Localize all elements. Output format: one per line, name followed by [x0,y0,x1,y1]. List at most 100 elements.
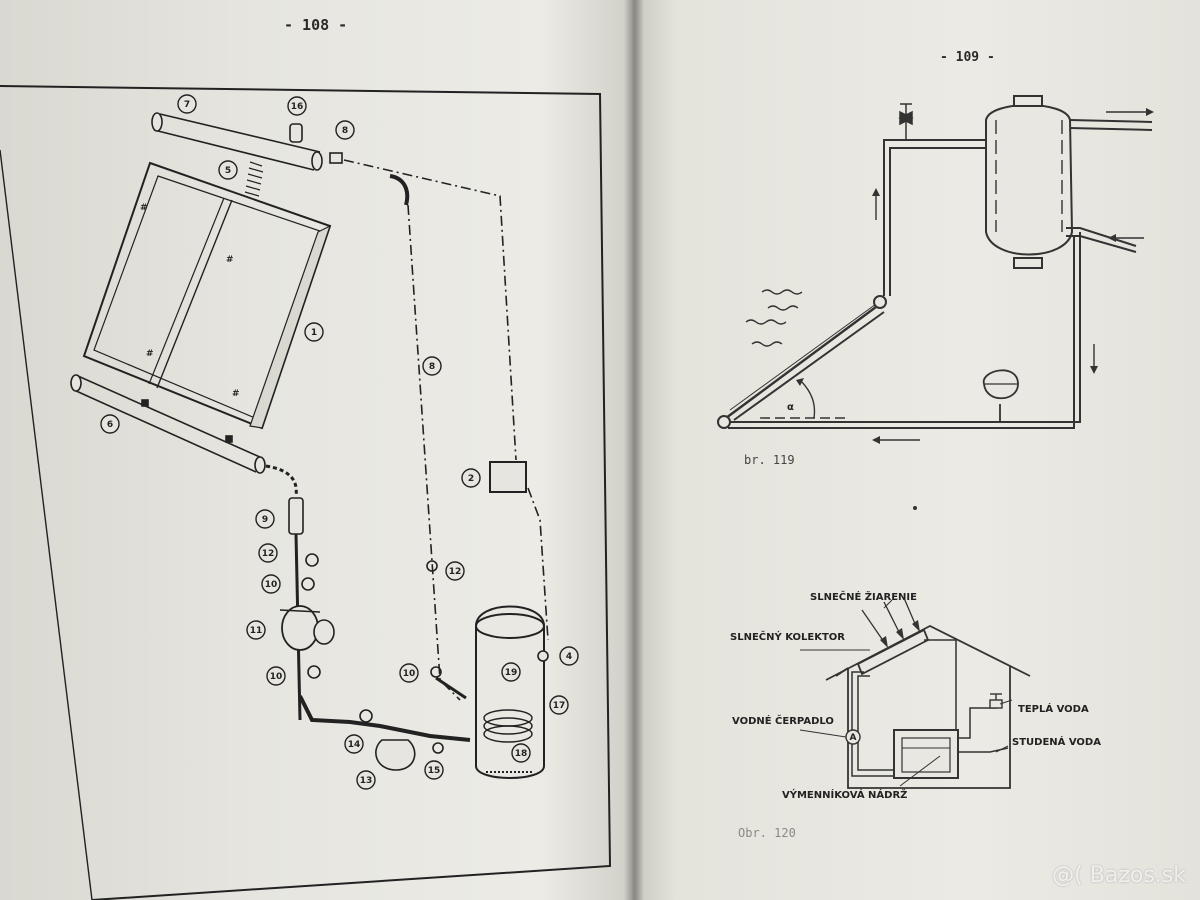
riser-pipe [883,139,986,296]
callout: 4 [559,646,579,666]
callout: 5 [218,160,238,180]
valve-10-right [430,666,442,678]
expansion-spring [244,161,264,197]
sun-rays-icon [745,289,803,347]
svg-text:10: 10 [265,580,278,590]
dash-dot-line-controller [527,487,549,641]
circulation-pump [279,605,335,651]
dash-dot-line-main [343,159,517,461]
svg-text:8: 8 [429,362,435,372]
label-collector: SLNEČNÝ KOLEKTOR [730,630,845,643]
callout: 19 [501,662,521,682]
callout: 10 [261,574,281,594]
expansion-vessel [983,369,1019,422]
figure-left-solar-assembly: # # # # [0,85,612,900]
controller-box [489,461,527,493]
figure-120-house: A [799,597,1031,789]
svg-text:15: 15 [428,766,441,776]
svg-text:16: 16 [291,102,304,112]
tank-sensor [537,650,549,662]
radiation-arrows [861,597,920,648]
figure-frame [0,85,612,900]
label-radiation: SLNEČNÉ ŽIARENIE [810,590,917,603]
air-vent [289,123,303,143]
callout: 9 [255,509,275,529]
callouts-left-figure: 7 16 8 5 1 6 8 2 9 12 10 11 10 12 10 19 … [100,94,579,790]
svg-text:#: # [146,349,154,359]
pump-symbol-label: A [850,733,857,743]
label-hot-water: TEPLÁ VODA [1018,702,1089,715]
filter-9 [288,497,304,535]
callout: 17 [549,695,569,715]
figure-120-labels: SLNEČNÉ ŽIARENIE SLNEČNÝ KOLEKTOR VODNÉ … [730,590,1101,801]
svg-text:#: # [232,389,240,399]
callout: 1 [304,322,324,342]
callout: 18 [511,743,531,763]
print-speck [913,506,917,510]
dash-dot-line-inner [407,204,461,701]
valve-10-upper [301,577,315,591]
leader-pump [799,729,847,738]
hot-outlet-pipe-2 [1069,127,1153,131]
flow-arrow-icons [872,108,1154,444]
collector-loop-pipe-2 [857,675,900,771]
label-tank: VÝMENNÍKOVÁ NÁDRŽ [782,788,907,801]
svg-text:14: 14 [348,740,361,750]
callout: 16 [287,96,307,116]
valve-12-left [305,553,319,567]
callout: 2 [461,468,481,488]
callout: 15 [424,760,444,780]
caption-figure-119: br. 119 [744,453,795,467]
hot-water-pipe [958,704,997,739]
svg-text:6: 6 [107,420,113,430]
svg-text:11: 11 [250,626,263,636]
callout: 8 [335,120,355,140]
svg-text:19: 19 [505,668,518,678]
callout: 6 [100,414,120,434]
angle-arc [799,379,816,419]
valve-14 [359,709,373,723]
callout: 11 [246,620,266,640]
safety-valve [898,103,914,140]
callout: 12 [258,543,278,563]
svg-text:2: 2 [468,474,474,484]
collector-loop-pipe [851,671,900,777]
header-pipe-top [151,112,323,171]
svg-text:9: 9 [262,515,268,525]
downcomer-pipe [728,232,1081,423]
storage-tank [475,605,545,779]
collector-return [924,639,957,730]
page-number-left: - 108 - [284,16,348,34]
page-number-right: - 109 - [940,50,995,65]
roof-collector [856,628,930,676]
solar-collector-panel: # # # # [82,161,332,430]
leader-tank [899,755,941,787]
valve-10-lower [307,665,321,679]
book-gutter [624,0,644,900]
downcomer-pipe-inner [728,236,1075,429]
hot-water-vessel [985,95,1074,269]
cold-inlet-pipe [1066,227,1137,247]
svg-text:7: 7 [184,100,190,110]
svg-text:10: 10 [270,672,283,682]
callout: 14 [344,734,364,754]
svg-text:5: 5 [225,166,231,176]
bottom-pipe [298,695,471,742]
return-hose [265,464,298,497]
valve-15 [432,742,444,754]
svg-text:#: # [226,255,234,265]
svg-text:13: 13 [360,776,373,786]
house-walls [847,666,1011,789]
callout: 13 [356,770,376,790]
callout: 10 [266,666,286,686]
figure-frame-left-edge [0,149,93,900]
leader-cold [995,745,1009,753]
caption-figure-120: Obr. 120 [738,826,796,840]
figure-119-thermosiphon: α [717,95,1154,444]
svg-text:18: 18 [515,749,528,759]
connector-top [329,152,343,164]
svg-text:#: # [140,203,148,213]
expansion-tank [375,739,416,771]
svg-text:10: 10 [403,669,416,679]
leader-hot [999,699,1013,705]
